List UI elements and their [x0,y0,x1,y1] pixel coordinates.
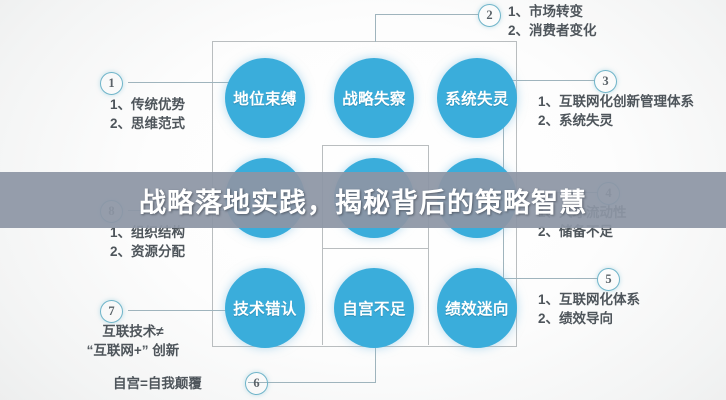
badge-1[interactable]: 1 [100,72,123,95]
connector-line-3-4-vertical [503,80,504,192]
annotation-8-line-1: 1、组织结构 [110,225,186,240]
annotation-text-2: 1、市场转变 2、消费者变化 [508,2,597,40]
annotation-text-8: 1、组织结构 2、资源分配 [110,223,185,261]
annotation-text-1: 1、传统优势 2、思维范式 [110,95,185,133]
annotation-3-line-1: 1、互联网化创新管理体系 [538,94,695,109]
node-circle-zhanlue-shicha[interactable]: 战略失察 [334,58,414,138]
connector-line-2-vertical [375,14,376,42]
frame-divider-horizontal-top [322,145,429,146]
node-circle-diwei-shufu[interactable]: 地位束缚 [225,58,305,138]
badge-5[interactable]: 5 [597,268,620,291]
annotation-7-line-1: 互联技术≠ [102,324,164,339]
connector-line-6-vertical [375,347,376,382]
connector-line-5 [470,278,598,279]
annotation-2-line-1: 1、市场转变 [508,4,584,19]
badge-3[interactable]: 3 [594,70,617,93]
connector-line-2-horizontal [375,14,478,15]
annotation-3-line-2: 2、系统失灵 [538,113,614,129]
connector-line-7 [128,310,248,311]
connector-line-1 [128,82,248,83]
annotation-5-line-2: 2、绩效导向 [538,311,614,327]
annotation-7-line-2: “互联网+” 创新 [86,343,180,359]
annotation-text-5: 1、互联网化体系 2、绩效导向 [538,290,640,328]
connector-line-6-horizontal [248,382,376,383]
badge-6[interactable]: 6 [245,372,268,395]
connector-line-4-5-vertical [503,192,504,292]
annotation-5-line-1: 1、互联网化体系 [538,292,641,307]
annotation-text-7: 互联技术≠ “互联网+” 创新 [58,322,208,360]
node-circle-xitong-shiling[interactable]: 系统失灵 [437,58,517,138]
annotation-1-line-1: 1、传统优势 [110,97,186,112]
frame-divider-horizontal-bottom [322,248,429,249]
annotation-1-line-2: 2、思维范式 [110,116,186,132]
badge-2[interactable]: 2 [478,4,501,27]
frame-divider-vertical-left [322,145,323,345]
overlay-banner-background [0,172,726,228]
annotation-2-line-2: 2、消费者变化 [508,23,597,39]
connector-line-3 [470,80,595,81]
node-circle-jishu-cuoren[interactable]: 技术错认 [225,268,305,348]
frame-divider-vertical-right [428,145,429,345]
overlay-banner-title: 战略落地实践，揭秘背后的策略智慧 [139,187,587,218]
node-circle-zigong-buzu[interactable]: 自宫不足 [334,268,414,348]
annotation-text-6: 自宫=自我颠覆 [113,374,202,393]
badge-7[interactable]: 7 [100,300,123,323]
annotation-text-3: 1、互联网化创新管理体系 2、系统失灵 [538,92,694,130]
node-circle-jixiao-mixiang[interactable]: 绩效迷向 [437,268,517,348]
annotation-8-line-2: 2、资源分配 [110,244,186,260]
annotation-6-line-1: 自宫=自我颠覆 [113,376,202,391]
